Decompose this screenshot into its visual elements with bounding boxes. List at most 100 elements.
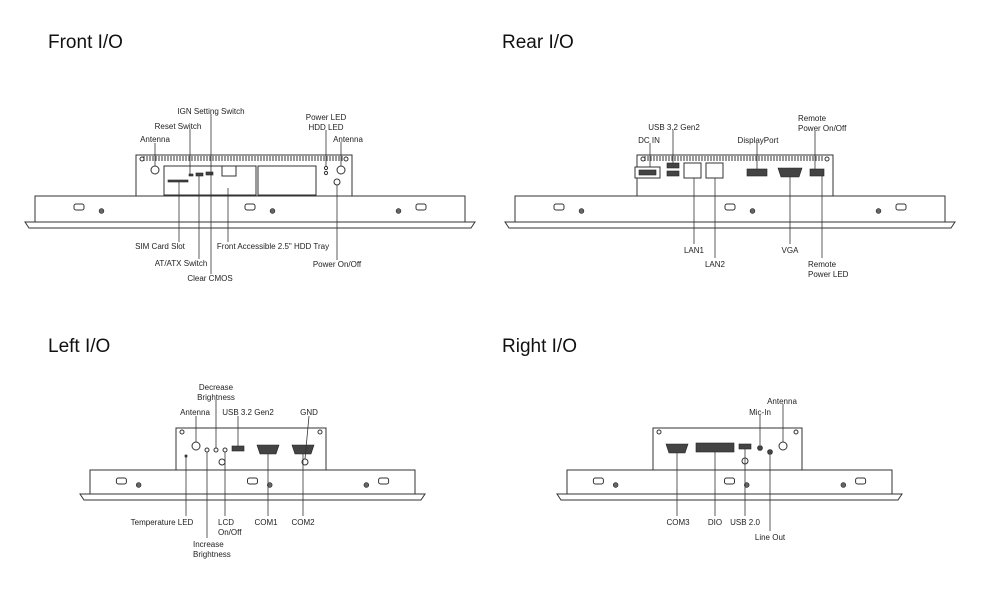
- label-dio: DIO: [708, 518, 722, 527]
- usb-port-1: [666, 162, 680, 169]
- label-antenna-right: Antenna: [333, 135, 363, 144]
- label-lan1: LAN1: [684, 246, 705, 255]
- label-line-out: Line Out: [755, 533, 786, 542]
- label-increase-2: Brightness: [193, 550, 231, 559]
- panel-bezel: [556, 493, 903, 501]
- label-antenna-left: Antenna: [140, 135, 170, 144]
- front-labels: IGN Setting Switch Reset Switch Antenna …: [135, 107, 363, 283]
- displayport-port: [746, 168, 768, 177]
- mount-slot: [895, 203, 907, 211]
- label-lan2: LAN2: [705, 260, 726, 269]
- label-lcd-2: On/Off: [218, 528, 242, 537]
- usb2-port: [738, 443, 752, 450]
- lcd-on-off: [222, 447, 228, 453]
- chassis: [636, 154, 834, 197]
- label-lcd-1: LCD: [218, 518, 234, 527]
- front-leaders: [154, 114, 342, 274]
- usb-port: [231, 445, 245, 452]
- hdd-led: [323, 170, 329, 176]
- screw: [824, 156, 830, 162]
- label-at-atx-switch: AT/ATX Switch: [155, 259, 208, 268]
- decrease-brightness: [213, 447, 219, 453]
- panel-screw: [98, 208, 105, 214]
- label-hdd-tray: Front Accessible 2.5" HDD Tray: [217, 242, 329, 251]
- label-clear-cmos: Clear CMOS: [187, 274, 232, 283]
- mount-slot: [592, 477, 604, 485]
- lan2-port: [705, 162, 724, 179]
- increase-brightness: [204, 447, 210, 453]
- label-antenna: Antenna: [180, 408, 210, 417]
- rear-labels: USB 3.2 Gen2 DC IN DisplayPort Remote Po…: [638, 114, 849, 279]
- label-reset-switch: Reset Switch: [155, 122, 202, 131]
- antenna-right: [336, 165, 346, 175]
- label-antenna: Antenna: [767, 397, 797, 406]
- left-ports: [184, 441, 315, 466]
- label-remote-led-1: Remote: [808, 260, 837, 269]
- label-decrease-2: Brightness: [197, 393, 235, 402]
- panel-screw: [267, 482, 273, 488]
- lan1-port: [683, 162, 702, 179]
- panel-screw: [578, 208, 585, 214]
- label-remote-led-2: Power LED: [808, 270, 849, 279]
- screw: [793, 429, 799, 435]
- panel-screw: [395, 208, 402, 214]
- panel-screw: [135, 482, 142, 488]
- label-usb2: USB 2.0: [730, 518, 760, 527]
- label-com2: COM2: [291, 518, 315, 527]
- com3-port: [665, 443, 689, 454]
- panel-screw: [363, 482, 370, 488]
- antenna: [778, 441, 788, 451]
- remote-terminal: [809, 168, 825, 177]
- rear-ports: [634, 162, 825, 179]
- screw: [343, 156, 349, 162]
- label-power-led: Power LED: [306, 113, 347, 122]
- panel-bezel: [504, 221, 956, 229]
- antenna-left: [150, 165, 160, 175]
- usb-port-2: [666, 170, 680, 177]
- com1-port: [256, 444, 280, 455]
- panel-screw: [840, 482, 847, 488]
- panel-screw: [749, 208, 756, 214]
- label-mic-in: Mic-In: [749, 408, 771, 417]
- left-leaders: [185, 400, 310, 538]
- label-ign-setting-switch: IGN Setting Switch: [177, 107, 244, 116]
- panel-bezel: [24, 221, 476, 229]
- left-io-title: Left I/O: [48, 336, 110, 357]
- screw: [317, 429, 323, 435]
- screw: [179, 429, 185, 435]
- mount-slot: [855, 477, 867, 485]
- left-labels: Decrease Brightness Antenna USB 3.2 Gen2…: [131, 383, 318, 559]
- front-io-title: Front I/O: [48, 32, 123, 53]
- label-decrease-1: Decrease: [199, 383, 234, 392]
- rear-device-drawing: [504, 154, 956, 229]
- right-labels: Antenna Mic-In COM3 DIO USB 2.0 Line Out: [666, 397, 797, 542]
- dio-port: [695, 442, 735, 453]
- label-com1: COM1: [254, 518, 278, 527]
- right-io-title: Right I/O: [502, 336, 577, 357]
- label-com3: COM3: [666, 518, 690, 527]
- ign-switch: [205, 171, 214, 176]
- mount-slot: [73, 203, 85, 211]
- rear-io-title: Rear I/O: [502, 32, 574, 53]
- temperature-led: [184, 454, 188, 458]
- panel-screw: [269, 208, 276, 214]
- label-dc-in: DC IN: [638, 136, 660, 145]
- mic-in-jack: [757, 445, 763, 451]
- label-temperature-led: Temperature LED: [131, 518, 194, 527]
- screw: [656, 429, 662, 435]
- reset-switch: [188, 173, 194, 177]
- label-power-on-off: Power On/Off: [313, 260, 362, 269]
- right-leaders: [676, 404, 784, 531]
- vga-port: [777, 167, 803, 178]
- at-atx-switch: [195, 172, 204, 177]
- mount-slot: [378, 477, 390, 485]
- label-usb32-gen2: USB 3.2 Gen2: [222, 408, 274, 417]
- line-out-jack: [767, 449, 773, 455]
- label-remote-power-2: Power On/Off: [798, 124, 847, 133]
- panel-screw: [875, 208, 882, 214]
- mount-slot: [247, 477, 258, 485]
- front-device-drawing: [24, 154, 476, 229]
- mount-slot: [244, 203, 256, 211]
- mount-slot: [724, 203, 736, 211]
